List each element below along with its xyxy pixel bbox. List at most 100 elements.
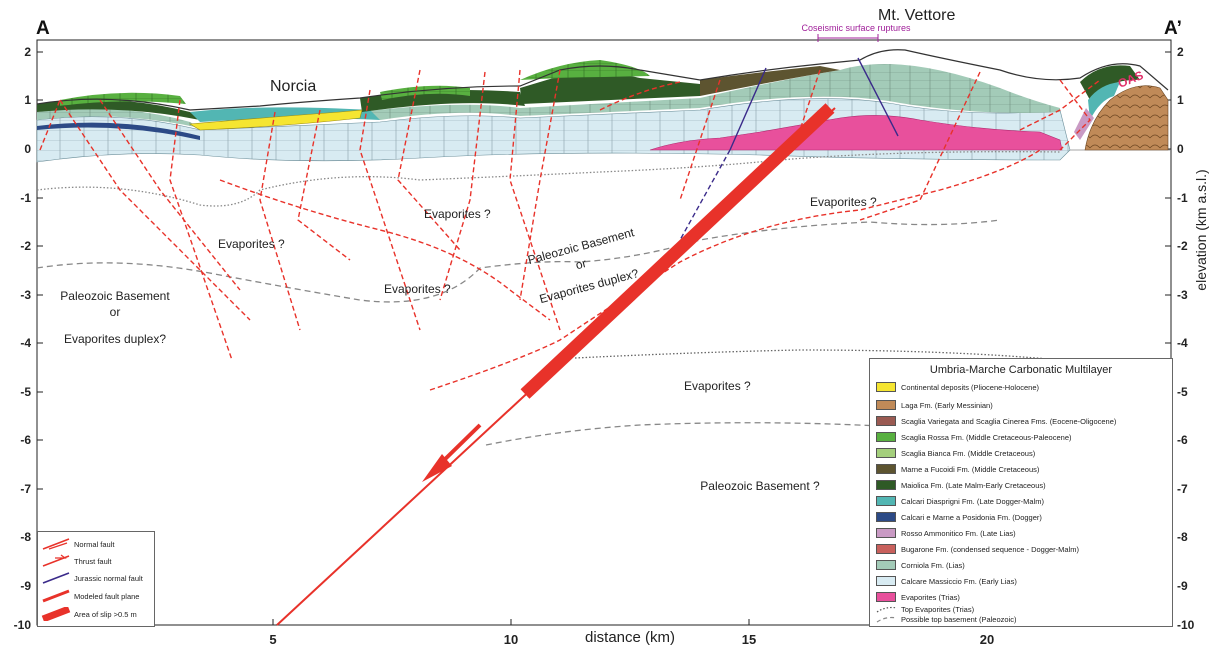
peak-label: Mt. Vettore [878,7,955,24]
thrust-fault-icon [42,554,70,567]
legend-swatch [876,382,896,392]
fault-legend-item: Modeled fault plane [41,588,139,604]
y-tick-right: -9 [1177,579,1188,593]
legend-label: Scaglia Variegata and Scaglia Cinerea Fm… [901,416,1117,426]
legend-swatch [876,448,896,458]
stratigraphic-layers [36,60,1169,163]
plot-frame [36,39,1172,626]
legend-label: Laga Fm. (Early Messinian) [901,400,993,410]
legend-item: Evaporites (Trias) [876,591,960,603]
y-tick-left: -9 [20,579,31,593]
legend-item: Scaglia Bianca Fm. (Middle Cretaceous) [876,447,1035,459]
normal-fault-icon [42,538,70,550]
legend-swatch [876,480,896,490]
paleozoic-mid-line2: or [574,256,588,272]
paleozoic-left-line1: Paleozoic Basement [60,289,170,303]
fault-plane-icon [42,589,70,603]
y-tick-left: -5 [20,385,31,399]
x-tick: 20 [980,632,994,647]
fault-legend-item: Thrust fault [41,553,112,569]
y-tick-right: -1 [1177,191,1188,205]
legend-label: Bugarone Fm. (condensed sequence - Dogge… [901,544,1080,554]
formation-legend: Umbria-Marche Carbonatic Multilayer Cont… [869,358,1173,627]
town-label: Norcia [270,78,316,95]
y-tick-right: 2 [1177,45,1184,59]
y-tick-right: -10 [1177,618,1195,632]
fault-legend-label: Jurassic normal fault [74,573,143,583]
x-tick: 15 [742,632,756,647]
legend-label: Evaporites (Trias) [901,592,960,602]
y-tick-left: -8 [20,530,31,544]
legend-item: Rosso Ammonitico Fm. (Late Lias) [876,527,1016,539]
fault-legend-label: Normal fault [74,539,115,549]
legend-item: Calcare Massiccio Fm. (Early Lias) [876,575,1017,587]
slip-area-band [520,103,835,399]
legend-label: Marne a Fucoidi Fm. (Middle Cretaceous) [901,464,1040,474]
y-tick-right: -5 [1177,385,1188,399]
y-tick-left: -7 [20,482,31,496]
fault-legend-label: Area of slip >0.5 m [74,609,137,619]
legend-swatch [876,400,896,410]
fault-legend-item: Normal fault [41,536,114,552]
y-tick-left: -1 [20,191,31,205]
legend-swatch [876,544,896,554]
paleozoic-left-line3: Evaporites duplex? [64,332,166,346]
legend-item: Marne a Fucoidi Fm. (Middle Cretaceous) [876,463,1039,475]
legend-item: Top Evaporites (Trias) [876,603,974,615]
legend-label: Corniola Fm. (Lias) [901,560,965,570]
evaporites-label: Evaporites ? [218,237,285,251]
legend-item: Scaglia Rossa Fm. (Middle Cretaceous-Pal… [876,431,1072,443]
legend-swatch [876,512,896,522]
thrust-faults [219,79,1101,391]
legend-swatch [876,560,896,570]
section-start-label: A [36,18,50,39]
legend-label: Calcari e Marne a Posidonia Fm. (Dogger) [901,512,1042,522]
legend-item: Laga Fm. (Early Messinian) [876,399,993,411]
rupture-bracket [817,34,879,42]
legend-label: Top Evaporites (Trias) [901,604,975,614]
fault-legend-item: Jurassic normal fault [41,570,143,586]
legend-label: Scaglia Bianca Fm. (Middle Cretaceous) [901,448,1036,458]
legend-label: Scaglia Rossa Fm. (Middle Cretaceous-Pal… [901,432,1072,442]
y-tick-left: -10 [14,618,32,632]
section-end-label: A’ [1164,18,1182,39]
y-tick-left: 1 [24,93,31,107]
evaporites-label: Evaporites ? [810,195,877,209]
coseismic-ruptures-label: Coseismic surface ruptures [801,23,911,33]
legend-label: Rosso Ammonitico Fm. (Late Lias) [901,528,1016,538]
x-axis-title: distance (km) [585,629,675,646]
evaporites-label: Evaporites ? [424,207,491,221]
y-tick-right: -8 [1177,530,1188,544]
legend-swatch [876,432,896,442]
jurassic-normal-faults [679,57,899,241]
y-tick-left: -4 [20,336,31,350]
fault-legend: Normal fault Thrust fault Jurassic norma… [37,531,155,627]
legend-item: Continental deposits (Pliocene-Holocene) [876,381,1039,393]
legend-item: Scaglia Variegata and Scaglia Cinerea Fm… [876,415,1116,427]
y-tick-right: -7 [1177,482,1188,496]
fault-legend-item: Area of slip >0.5 m [41,606,137,622]
x-tick: 5 [269,632,276,647]
legend-item: Possible top basement (Paleozoic) [876,613,1016,625]
y-tick-right: 0 [1177,142,1184,156]
dashed-line-icon [876,616,898,623]
legend-item: Calcari e Marne a Posidonia Fm. (Dogger) [876,511,1042,523]
jurassic-fault-icon [42,572,70,584]
legend-label: Possible top basement (Paleozoic) [901,614,1017,624]
legend-item: Corniola Fm. (Lias) [876,559,965,571]
legend-title: Umbria-Marche Carbonatic Multilayer [929,364,1113,376]
evaporites-label: Evaporites ? [684,379,751,393]
legend-item: Maiolica Fm. (Late Malm-Early Cretaceous… [876,479,1046,491]
y-tick-right: -4 [1177,336,1188,350]
y-tick-right: -2 [1177,239,1188,253]
legend-label: Calcari Diasprigni Fm. (Late Dogger-Malm… [901,496,1044,506]
y-tick-left: 0 [24,142,31,156]
y-tick-right: -6 [1177,433,1188,447]
y-tick-left: -3 [20,288,31,302]
slip-area-icon [41,607,71,621]
normal-faults [39,69,1091,361]
paleozoic-basement-label: Paleozoic Basement ? [700,479,820,493]
fault-legend-label: Thrust fault [74,556,112,566]
y-tick-right: 1 [1177,93,1184,107]
legend-swatch [876,576,896,586]
